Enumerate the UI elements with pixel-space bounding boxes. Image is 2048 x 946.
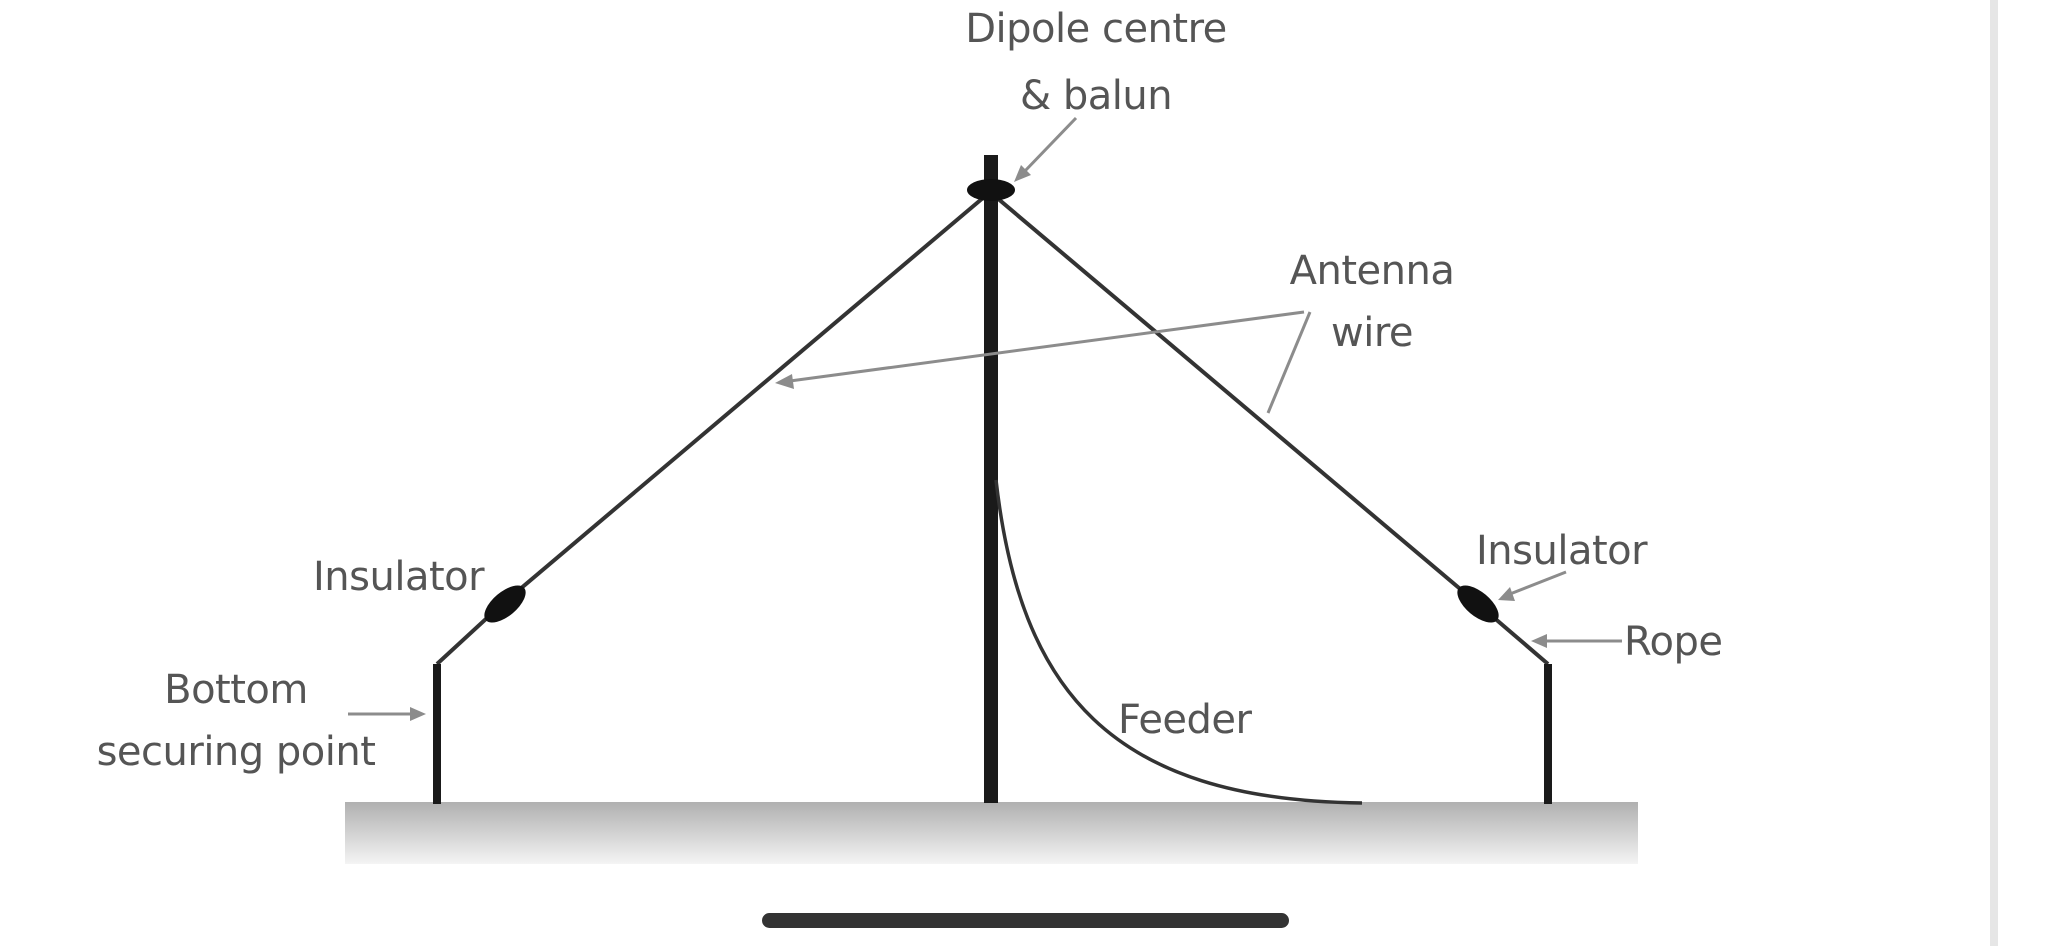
home-indicator[interactable]: [762, 913, 1289, 928]
label-rope: Rope: [1624, 619, 1722, 665]
label-feeder: Feeder: [1118, 697, 1253, 743]
label-dipole-centre: Dipole centre: [965, 6, 1227, 52]
arrowhead-insulator-right: [1498, 587, 1515, 601]
leader-insulator-right: [1509, 570, 1567, 596]
label-antenna: Antenna: [1290, 248, 1455, 294]
feeder-cable: [994, 479, 1363, 805]
arrowhead-bottom-securing-point: [410, 707, 426, 721]
label-balun: & balun: [1020, 73, 1172, 119]
arrowhead-dipole-centre: [1014, 165, 1031, 182]
label-securing-point: securing point: [97, 729, 376, 775]
label-wire: wire: [1331, 310, 1413, 356]
insulator-left: [484, 585, 526, 623]
balun: [967, 179, 1015, 201]
bottom-securing-post-right: [1544, 664, 1552, 804]
leader-antenna-wire-right: [1266, 311, 1312, 414]
antenna-wire-left: [498, 190, 992, 608]
label-insulator-left: Insulator: [313, 554, 485, 600]
leader-dipole-centre: [1022, 116, 1078, 174]
antenna-wire-right: [988, 190, 1480, 606]
label-insulator-right: Insulator: [1476, 528, 1648, 574]
arrowhead-rope: [1531, 634, 1547, 648]
page-right-edge: [1990, 0, 1998, 946]
ground: [345, 802, 1638, 864]
mast: [984, 155, 998, 803]
leader-antenna-wire-left: [789, 310, 1305, 383]
arrowhead-antenna-wire-left: [775, 374, 794, 389]
bottom-securing-post-left: [433, 664, 441, 804]
label-bottom: Bottom: [164, 667, 308, 713]
insulator-right: [1457, 585, 1499, 623]
